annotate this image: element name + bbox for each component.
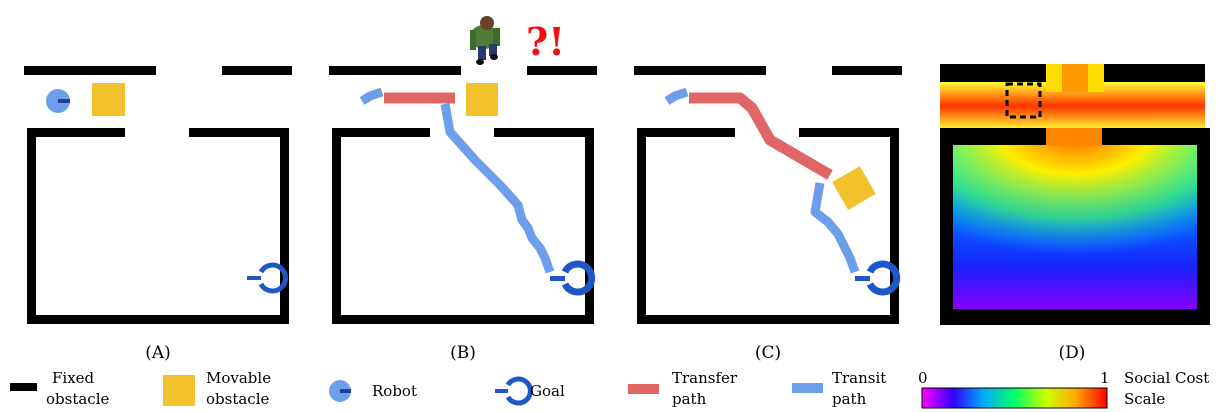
wall-room-right xyxy=(890,128,899,324)
legend-transit-path-line2: path xyxy=(832,390,867,408)
panel-a xyxy=(24,66,292,324)
legend-transit-path-line1: Transit xyxy=(832,369,886,387)
wall-room-left xyxy=(940,128,953,325)
legend: Fixed obstacle Movable obstacle Robot Go… xyxy=(10,369,1209,409)
wall-top-right xyxy=(1104,64,1205,82)
colorbar-max-label: 1 xyxy=(1100,369,1110,387)
transit-path-start xyxy=(359,87,384,105)
panel-label-b: (B) xyxy=(450,343,476,363)
legend-movable-obstacle-swatch xyxy=(163,375,195,406)
wall-top-right xyxy=(222,66,292,75)
legend-social-cost-line2: Scale xyxy=(1124,390,1165,408)
wall-room-right xyxy=(280,128,289,324)
legend-goal-icon xyxy=(495,376,533,406)
surprise-annotation: ?! xyxy=(526,19,565,64)
colorbar-min-label: 0 xyxy=(918,369,928,387)
legend-transfer-path-swatch xyxy=(628,384,659,394)
legend-robot-label: Robot xyxy=(372,382,417,400)
panel-label-c: (C) xyxy=(755,343,781,363)
legend-fixed-obstacle-line2: obstacle xyxy=(46,390,109,408)
legend-movable-obstacle-line1: Movable xyxy=(206,369,271,387)
legend-robot-icon xyxy=(329,380,351,402)
legend-transfer-path-line1: Transfer xyxy=(672,369,738,387)
wall-room-left xyxy=(332,128,341,324)
wall-top-left xyxy=(329,66,461,75)
panel-label-d: (D) xyxy=(1059,343,1086,363)
transit-path xyxy=(810,182,860,274)
legend-transfer-path-line2: path xyxy=(672,390,707,408)
wall-top-right xyxy=(832,66,902,75)
wall-room-left xyxy=(27,128,36,324)
wall-room-top-right xyxy=(494,128,594,137)
social-cost-colorbar xyxy=(921,387,1108,409)
wall-top-left xyxy=(24,66,156,75)
goal-icon xyxy=(561,260,596,296)
wall-top-left xyxy=(634,66,766,75)
wall-room-top-right xyxy=(799,128,899,137)
legend-transit-path-swatch xyxy=(792,383,823,393)
legend-social-cost-line1: Social Cost xyxy=(1124,369,1209,387)
movable-obstacle xyxy=(466,83,498,116)
goal-icon xyxy=(866,260,901,296)
legend-goal-label: Goal xyxy=(530,382,565,400)
wall-room-bottom xyxy=(27,315,289,324)
wall-top-left xyxy=(940,64,1046,82)
wall-room-top-right xyxy=(189,128,289,137)
wall-room-bottom xyxy=(332,315,594,324)
wall-room-left xyxy=(637,128,646,324)
panel-label-a: (A) xyxy=(145,343,171,363)
person-icon xyxy=(470,16,500,65)
wall-room-right xyxy=(1197,128,1210,325)
transit-path-start xyxy=(664,87,689,105)
wall-top-right xyxy=(527,66,597,75)
wall-room-top-left xyxy=(940,128,1046,145)
transit-path xyxy=(440,103,555,274)
heat-doorway xyxy=(1046,128,1102,146)
movable-obstacle xyxy=(832,166,876,210)
panel-d xyxy=(940,64,1210,325)
wall-room-top-left xyxy=(637,128,735,137)
legend-fixed-obstacle-line1: Fixed xyxy=(52,369,95,387)
goal-icon xyxy=(258,262,289,294)
wall-room-bottom xyxy=(637,315,899,324)
legend-fixed-obstacle-swatch xyxy=(10,383,37,391)
movable-obstacle-outline xyxy=(1005,82,1042,119)
robot-icon xyxy=(46,89,70,113)
legend-movable-obstacle-line2: obstacle xyxy=(206,390,269,408)
wall-room-top-left xyxy=(332,128,430,137)
wall-room-top-right xyxy=(1102,128,1205,145)
movable-obstacle xyxy=(92,83,125,116)
heat-door-core xyxy=(1062,64,1088,92)
wall-room-bottom xyxy=(940,309,1210,325)
wall-room-top-left xyxy=(27,128,125,137)
heat-room-door xyxy=(953,130,1197,270)
wall-room-right xyxy=(585,128,594,324)
panel-b: ?! xyxy=(329,16,597,324)
panel-c xyxy=(634,66,902,324)
transfer-path xyxy=(689,92,833,180)
